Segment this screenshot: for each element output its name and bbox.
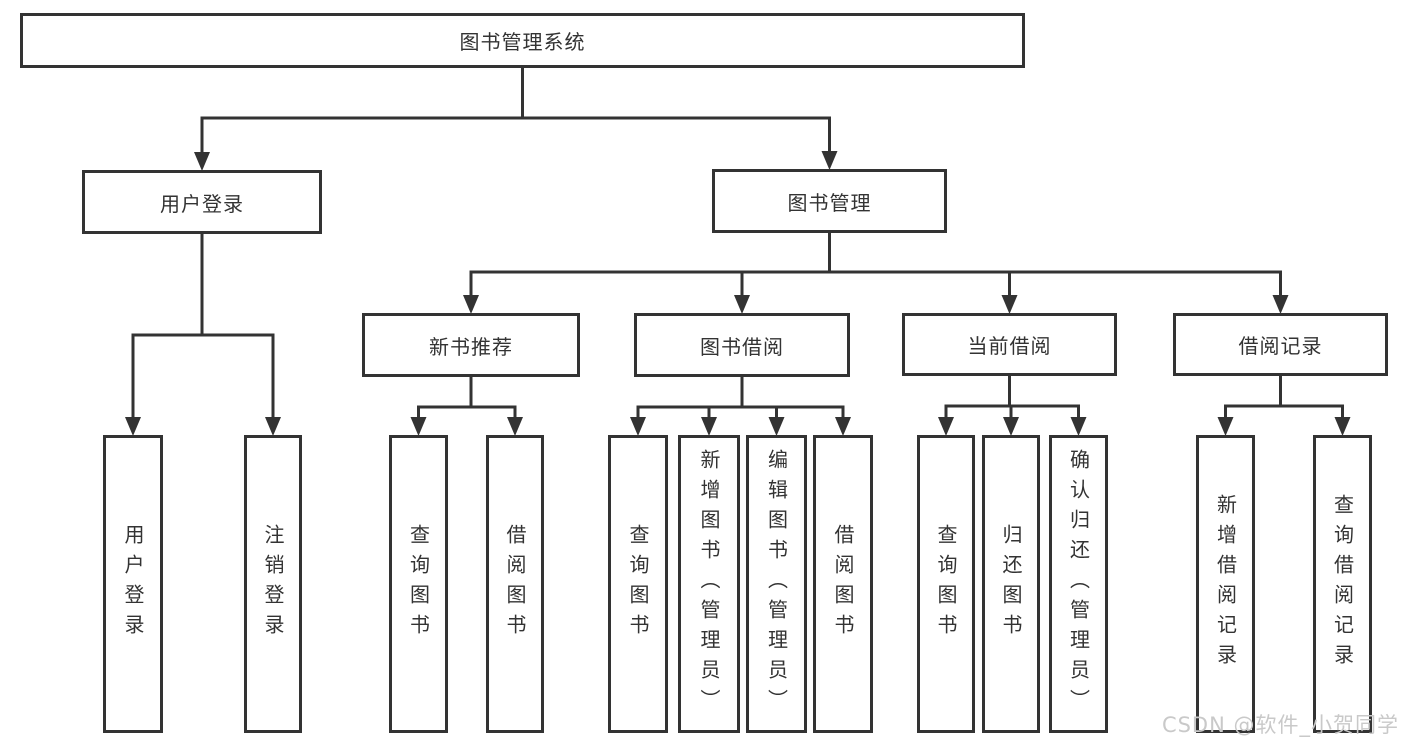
arrowhead-down-icon <box>835 417 851 436</box>
node-label: 查询图书 <box>626 524 650 644</box>
node-label: 用户登录 <box>160 191 244 216</box>
node-label: 图书管理 <box>787 190 872 215</box>
node-borrow: 图书借阅 <box>634 313 850 377</box>
node-cur-return: 归还图书 <box>982 435 1040 733</box>
arrowhead-down-icon <box>265 417 281 436</box>
node-label: 查询图书 <box>406 524 431 644</box>
node-root: 图书管理系统 <box>20 13 1025 68</box>
arrowhead-down-icon <box>463 295 479 314</box>
node-rec: 新书推荐 <box>362 313 580 377</box>
node-recd-query: 查询借阅记录 <box>1313 435 1372 733</box>
arrowhead-down-icon <box>734 295 750 314</box>
node-label: 借阅图书 <box>503 524 527 644</box>
node-login-do: 用户登录 <box>103 435 163 733</box>
arrowhead-down-icon <box>1070 417 1087 436</box>
node-borrow-lend: 借阅图书 <box>813 435 873 733</box>
node-label: 新增借阅记录 <box>1213 494 1238 674</box>
arrowhead-down-icon <box>768 417 785 436</box>
node-label: 查询借阅记录 <box>1330 494 1355 674</box>
node-label: 确认归还（管理员） <box>1066 449 1091 719</box>
arrowhead-down-icon <box>1001 295 1018 314</box>
node-label: 新书推荐 <box>429 334 513 359</box>
node-label: 图书借阅 <box>700 334 784 359</box>
node-mgmt: 图书管理 <box>712 169 947 233</box>
node-borrow-query: 查询图书 <box>608 435 668 733</box>
node-label: 注销登录 <box>261 524 285 644</box>
arrowhead-down-icon <box>701 417 717 436</box>
arrowhead-down-icon <box>821 151 838 170</box>
node-label: 用户登录 <box>121 524 145 644</box>
node-current: 当前借阅 <box>902 313 1117 376</box>
node-label: 归还图书 <box>999 524 1023 644</box>
node-cur-confirm: 确认归还（管理员） <box>1049 435 1108 733</box>
arrowhead-down-icon <box>1334 417 1351 436</box>
arrowhead-down-icon <box>125 417 141 436</box>
node-label: 当前借阅 <box>967 334 1052 358</box>
arrowhead-down-icon <box>630 417 646 436</box>
node-label: 编辑图书（管理员） <box>764 449 789 719</box>
node-label: 新增图书（管理员） <box>697 449 721 719</box>
node-borrow-add: 新增图书（管理员） <box>678 435 740 733</box>
arrowhead-down-icon <box>1003 417 1019 436</box>
node-login-out: 注销登录 <box>244 435 302 733</box>
node-borrow-edit: 编辑图书（管理员） <box>746 435 807 733</box>
arrowhead-down-icon <box>507 417 523 436</box>
node-cur-query: 查询图书 <box>917 435 975 733</box>
node-login: 用户登录 <box>82 170 322 234</box>
node-label: 借阅记录 <box>1238 334 1323 358</box>
node-label: 借阅图书 <box>831 524 855 644</box>
arrowhead-down-icon <box>194 152 210 171</box>
arrowhead-down-icon <box>1272 295 1289 314</box>
node-recd-add: 新增借阅记录 <box>1196 435 1255 733</box>
node-records: 借阅记录 <box>1173 313 1388 376</box>
node-rec-query: 查询图书 <box>389 435 448 733</box>
node-label: 图书管理系统 <box>459 30 586 54</box>
arrowhead-down-icon <box>410 417 427 436</box>
node-label: 查询图书 <box>934 524 958 644</box>
arrowhead-down-icon <box>938 417 954 436</box>
arrowhead-down-icon <box>1217 417 1234 436</box>
node-rec-borrow: 借阅图书 <box>486 435 544 733</box>
